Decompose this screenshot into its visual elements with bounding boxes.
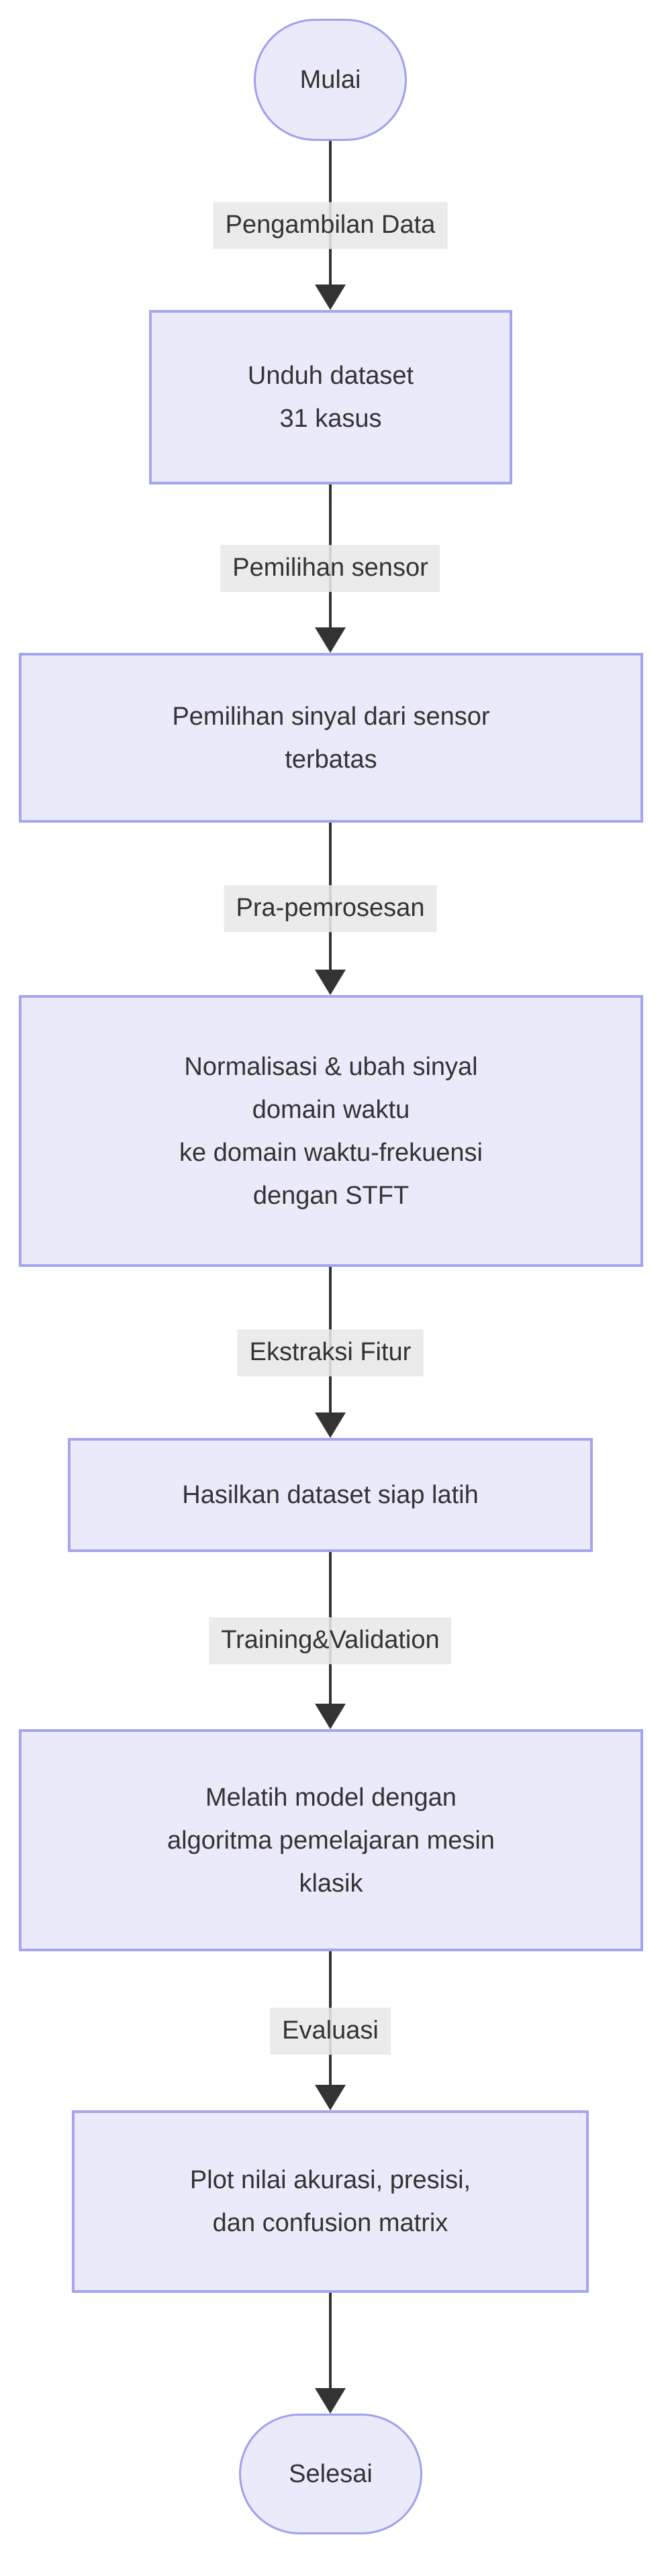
- end-node-selesai: Selesai: [239, 2414, 422, 2534]
- edge-label-evaluasi: Evaluasi: [270, 2008, 391, 2055]
- arrowhead-icon-5: [315, 1704, 346, 1729]
- start-node-mulai: Mulai: [254, 19, 407, 141]
- arrowhead-icon-2: [315, 627, 346, 653]
- arrowhead-icon-6: [315, 2085, 346, 2110]
- process-box-unduh-dataset: Unduh dataset 31 kasus: [149, 310, 512, 484]
- process-box-pemilihan-sinyal: Pemilihan sinyal dari sensor terbatas: [19, 653, 643, 823]
- edge-line-7: [329, 2293, 332, 2388]
- edge-label-pemilihan-sensor: Pemilihan sensor: [220, 545, 440, 592]
- edge-label-pra-pemrosesan: Pra-pemrosesan: [224, 885, 437, 932]
- process-box-melatih-model: Melatih model dengan algoritma pemelajar…: [19, 1729, 643, 1951]
- edge-label-training-validation: Training&Validation: [209, 1617, 452, 1664]
- arrowhead-icon-3: [315, 970, 346, 995]
- arrowhead-icon-1: [315, 285, 346, 310]
- arrowhead-icon-4: [315, 1412, 346, 1438]
- edge-label-ekstraksi-fitur: Ekstraksi Fitur: [237, 1329, 424, 1376]
- process-box-hasilkan-dataset: Hasilkan dataset siap latih: [68, 1438, 593, 1552]
- edge-label-pengambilan-data: Pengambilan Data: [213, 202, 448, 249]
- process-box-plot-evaluasi: Plot nilai akurasi, presisi, dan confusi…: [72, 2110, 589, 2293]
- process-box-normalisasi-stft: Normalisasi & ubah sinyal domain waktu k…: [19, 995, 643, 1267]
- arrowhead-icon-7: [315, 2388, 346, 2414]
